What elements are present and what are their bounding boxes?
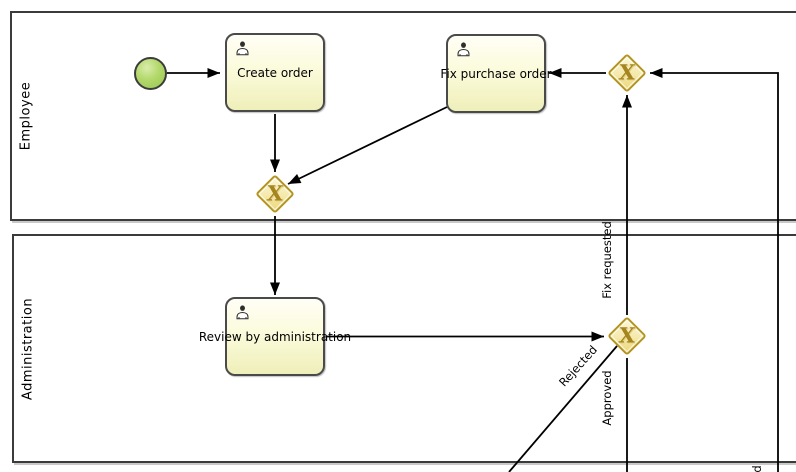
user-icon bbox=[236, 305, 249, 320]
xor-marker: X bbox=[617, 59, 637, 85]
task-create-order-label: Create order bbox=[237, 65, 313, 80]
task-fix-purchase-order[interactable]: Fix purchase order bbox=[440, 34, 552, 113]
gateway-xor-decision-review[interactable]: X bbox=[605, 314, 649, 358]
flow-fix-purchase-order-to-merge-gateway[interactable] bbox=[287, 106, 448, 185]
lane-employee[interactable]: Employee bbox=[10, 11, 796, 221]
flow-bottom-to-join-gateway[interactable] bbox=[650, 68, 779, 472]
flow-label-fix-requested: Fix requested bbox=[600, 221, 614, 299]
user-icon bbox=[457, 42, 470, 57]
task-review-by-administration[interactable]: Review by administration bbox=[199, 297, 351, 376]
flow-label-approved: Approved bbox=[600, 370, 614, 426]
gateway-xor-join-fix[interactable]: X bbox=[605, 51, 649, 95]
start-event[interactable] bbox=[134, 57, 167, 90]
xor-marker: X bbox=[265, 180, 285, 206]
task-create-order[interactable]: Create order bbox=[225, 33, 325, 112]
lane-administration[interactable]: Administration bbox=[12, 234, 796, 463]
task-review-label: Review by administration bbox=[198, 329, 352, 344]
gateway-xor-merge-employee[interactable]: X bbox=[253, 172, 297, 216]
xor-marker: X bbox=[617, 322, 637, 348]
task-fix-purchase-order-label: Fix purchase order bbox=[440, 66, 552, 81]
flow-label-partial-bottom: d bbox=[750, 465, 764, 472]
user-icon bbox=[236, 41, 249, 56]
flow-rejected[interactable] bbox=[508, 345, 618, 472]
